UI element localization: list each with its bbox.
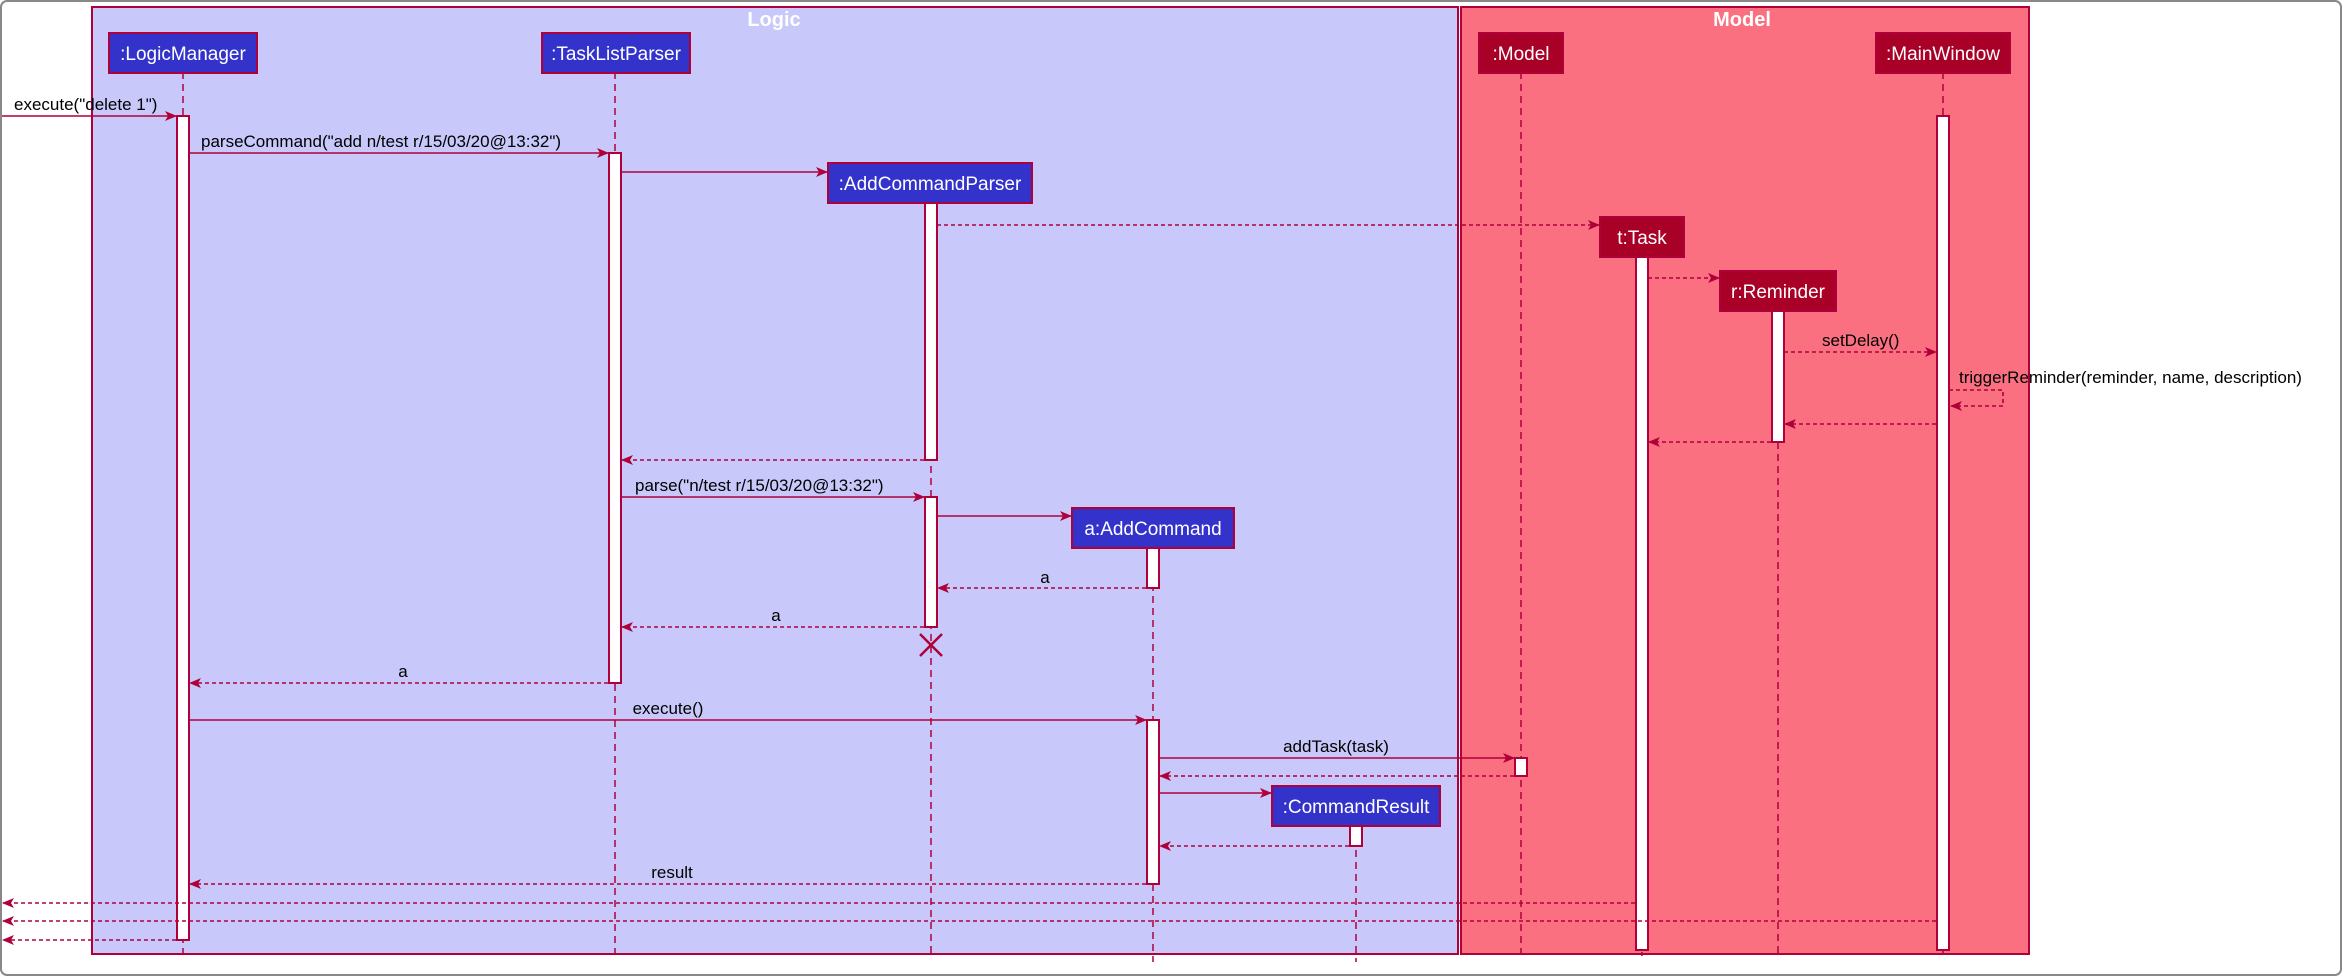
label-return-a-1: a xyxy=(1040,568,1050,587)
participant-add-command-parser: :AddCommandParser xyxy=(827,162,1033,204)
participant-add-command: a:AddCommand xyxy=(1071,507,1235,549)
logic-frame xyxy=(91,6,1459,955)
participant-main-window-label: :MainWindow xyxy=(1886,44,2000,65)
model-frame xyxy=(1460,6,2030,955)
activation-add-command-2 xyxy=(1146,719,1160,885)
activation-main-window xyxy=(1936,115,1950,951)
activation-model xyxy=(1514,757,1528,777)
model-frame-title: Model xyxy=(1713,9,1771,31)
label-parse-command: parseCommand("add n/test r/15/03/20@13:3… xyxy=(201,132,561,151)
participant-main-window: :MainWindow xyxy=(1875,32,2011,74)
activation-command-result xyxy=(1349,825,1363,847)
label-execute: execute() xyxy=(633,699,704,718)
participant-model: :Model xyxy=(1478,32,1564,74)
participant-reminder: r:Reminder xyxy=(1719,270,1837,312)
activation-task-list-parser xyxy=(608,152,622,684)
activation-add-command-parser-1 xyxy=(924,201,938,461)
participant-logic-manager-label: :LogicManager xyxy=(120,44,246,65)
participant-model-label: :Model xyxy=(1492,44,1549,65)
activation-add-command-parser-2 xyxy=(924,496,938,628)
participant-task-list-parser: :TaskListParser xyxy=(541,32,691,74)
participant-add-command-parser-label: :AddCommandParser xyxy=(839,174,1022,195)
activation-logic-manager xyxy=(176,115,190,941)
label-result: result xyxy=(651,863,693,882)
participant-logic-manager: :LogicManager xyxy=(108,32,258,74)
activation-task xyxy=(1635,255,1649,951)
label-trigger-reminder: triggerReminder(reminder, name, descript… xyxy=(1959,368,2302,387)
label-return-a-3: a xyxy=(398,662,408,681)
participant-task: t:Task xyxy=(1599,216,1685,258)
activation-add-command-1 xyxy=(1146,547,1160,589)
messages xyxy=(2,111,2004,945)
participant-task-label: t:Task xyxy=(1617,228,1667,249)
destroy-marker xyxy=(919,633,943,657)
participant-command-result: :CommandResult xyxy=(1271,785,1441,827)
activation-bars xyxy=(176,115,1950,951)
participant-reminder-label: r:Reminder xyxy=(1731,282,1826,303)
label-return-a-2: a xyxy=(771,606,781,625)
label-parse: parse("n/test r/15/03/20@13:32") xyxy=(635,476,884,495)
logic-frame-title: Logic xyxy=(747,9,800,31)
participant-command-result-label: :CommandResult xyxy=(1283,797,1430,818)
label-set-delay: setDelay() xyxy=(1822,331,1899,350)
participant-add-command-label: a:AddCommand xyxy=(1084,519,1221,540)
label-add-task: addTask(task) xyxy=(1283,737,1389,756)
label-execute-delete: execute("delete 1") xyxy=(14,95,157,114)
activation-reminder xyxy=(1771,309,1785,443)
participant-task-list-parser-label: :TaskListParser xyxy=(551,44,682,65)
